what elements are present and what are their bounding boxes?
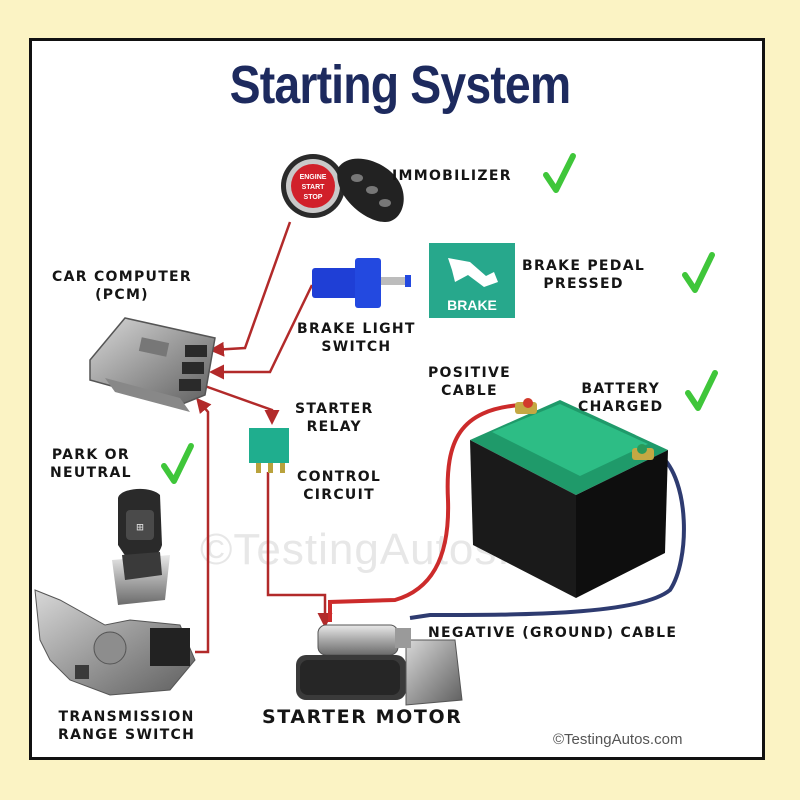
start-button-line2: START (302, 184, 326, 191)
label-control-circuit: CONTROL CIRCUIT (297, 469, 382, 503)
check-mark-icon (161, 443, 194, 484)
label-battery-charged: BATTERY CHARGED (578, 381, 664, 415)
label-car-computer: CAR COMPUTER (PCM) (52, 269, 192, 303)
immobilizer-wire (209, 221, 292, 357)
brake-icon-text: BRAKE (447, 297, 497, 313)
label-negative-cable: NEGATIVE (GROUND) CABLE (428, 625, 678, 641)
check-mark-icon (543, 153, 576, 193)
start-button-line3: STOP (304, 194, 323, 201)
label-positive-cable: POSITIVE CABLE (428, 365, 512, 399)
check-marks (161, 153, 718, 484)
copyright-text: ©TestingAutos.com (553, 731, 683, 748)
control-circuit-wire (266, 472, 333, 628)
trs-to-pcm-wire (195, 397, 212, 654)
brake-pedal-icon: BRAKE (429, 243, 515, 318)
label-starter-relay: STARTER RELAY (295, 401, 374, 435)
label-park-or-neutral: PARK OR NEUTRAL (50, 447, 132, 481)
brake-light-switch-icon (312, 258, 411, 308)
negative-cable (409, 453, 686, 620)
label-starter-motor: STARTER MOTOR (262, 706, 463, 728)
diagram-title: Starting System (229, 55, 572, 115)
battery-icon (470, 398, 668, 598)
label-brake-pedal: BRAKE PEDAL PRESSED (522, 258, 646, 292)
wires (195, 221, 686, 654)
start-button-line1: ENGINE (300, 174, 327, 181)
check-mark-icon (682, 252, 715, 293)
transmission-range-switch-icon (34, 589, 196, 696)
starter-motor-icon (296, 624, 463, 706)
pcm-to-relay-wire (201, 383, 280, 425)
pcm-computer-icon (89, 317, 216, 412)
check-mark-icon (685, 370, 718, 411)
svg-text:⊞: ⊞ (136, 520, 143, 534)
engine-start-button-icon: ENGINE START STOP (281, 154, 345, 218)
label-brake-light-switch: BRAKE LIGHT SWITCH (297, 321, 416, 355)
key-fob-icon (337, 158, 404, 222)
positive-cable (328, 403, 521, 622)
starter-relay-icon (249, 428, 289, 473)
label-immobilizer: IMMOBILIZER (392, 168, 512, 184)
brake-switch-wire (209, 284, 314, 380)
gear-shifter-icon: ⊞ (112, 488, 170, 605)
label-transmission-range-switch: TRANSMISSION RANGE SWITCH (58, 709, 196, 743)
